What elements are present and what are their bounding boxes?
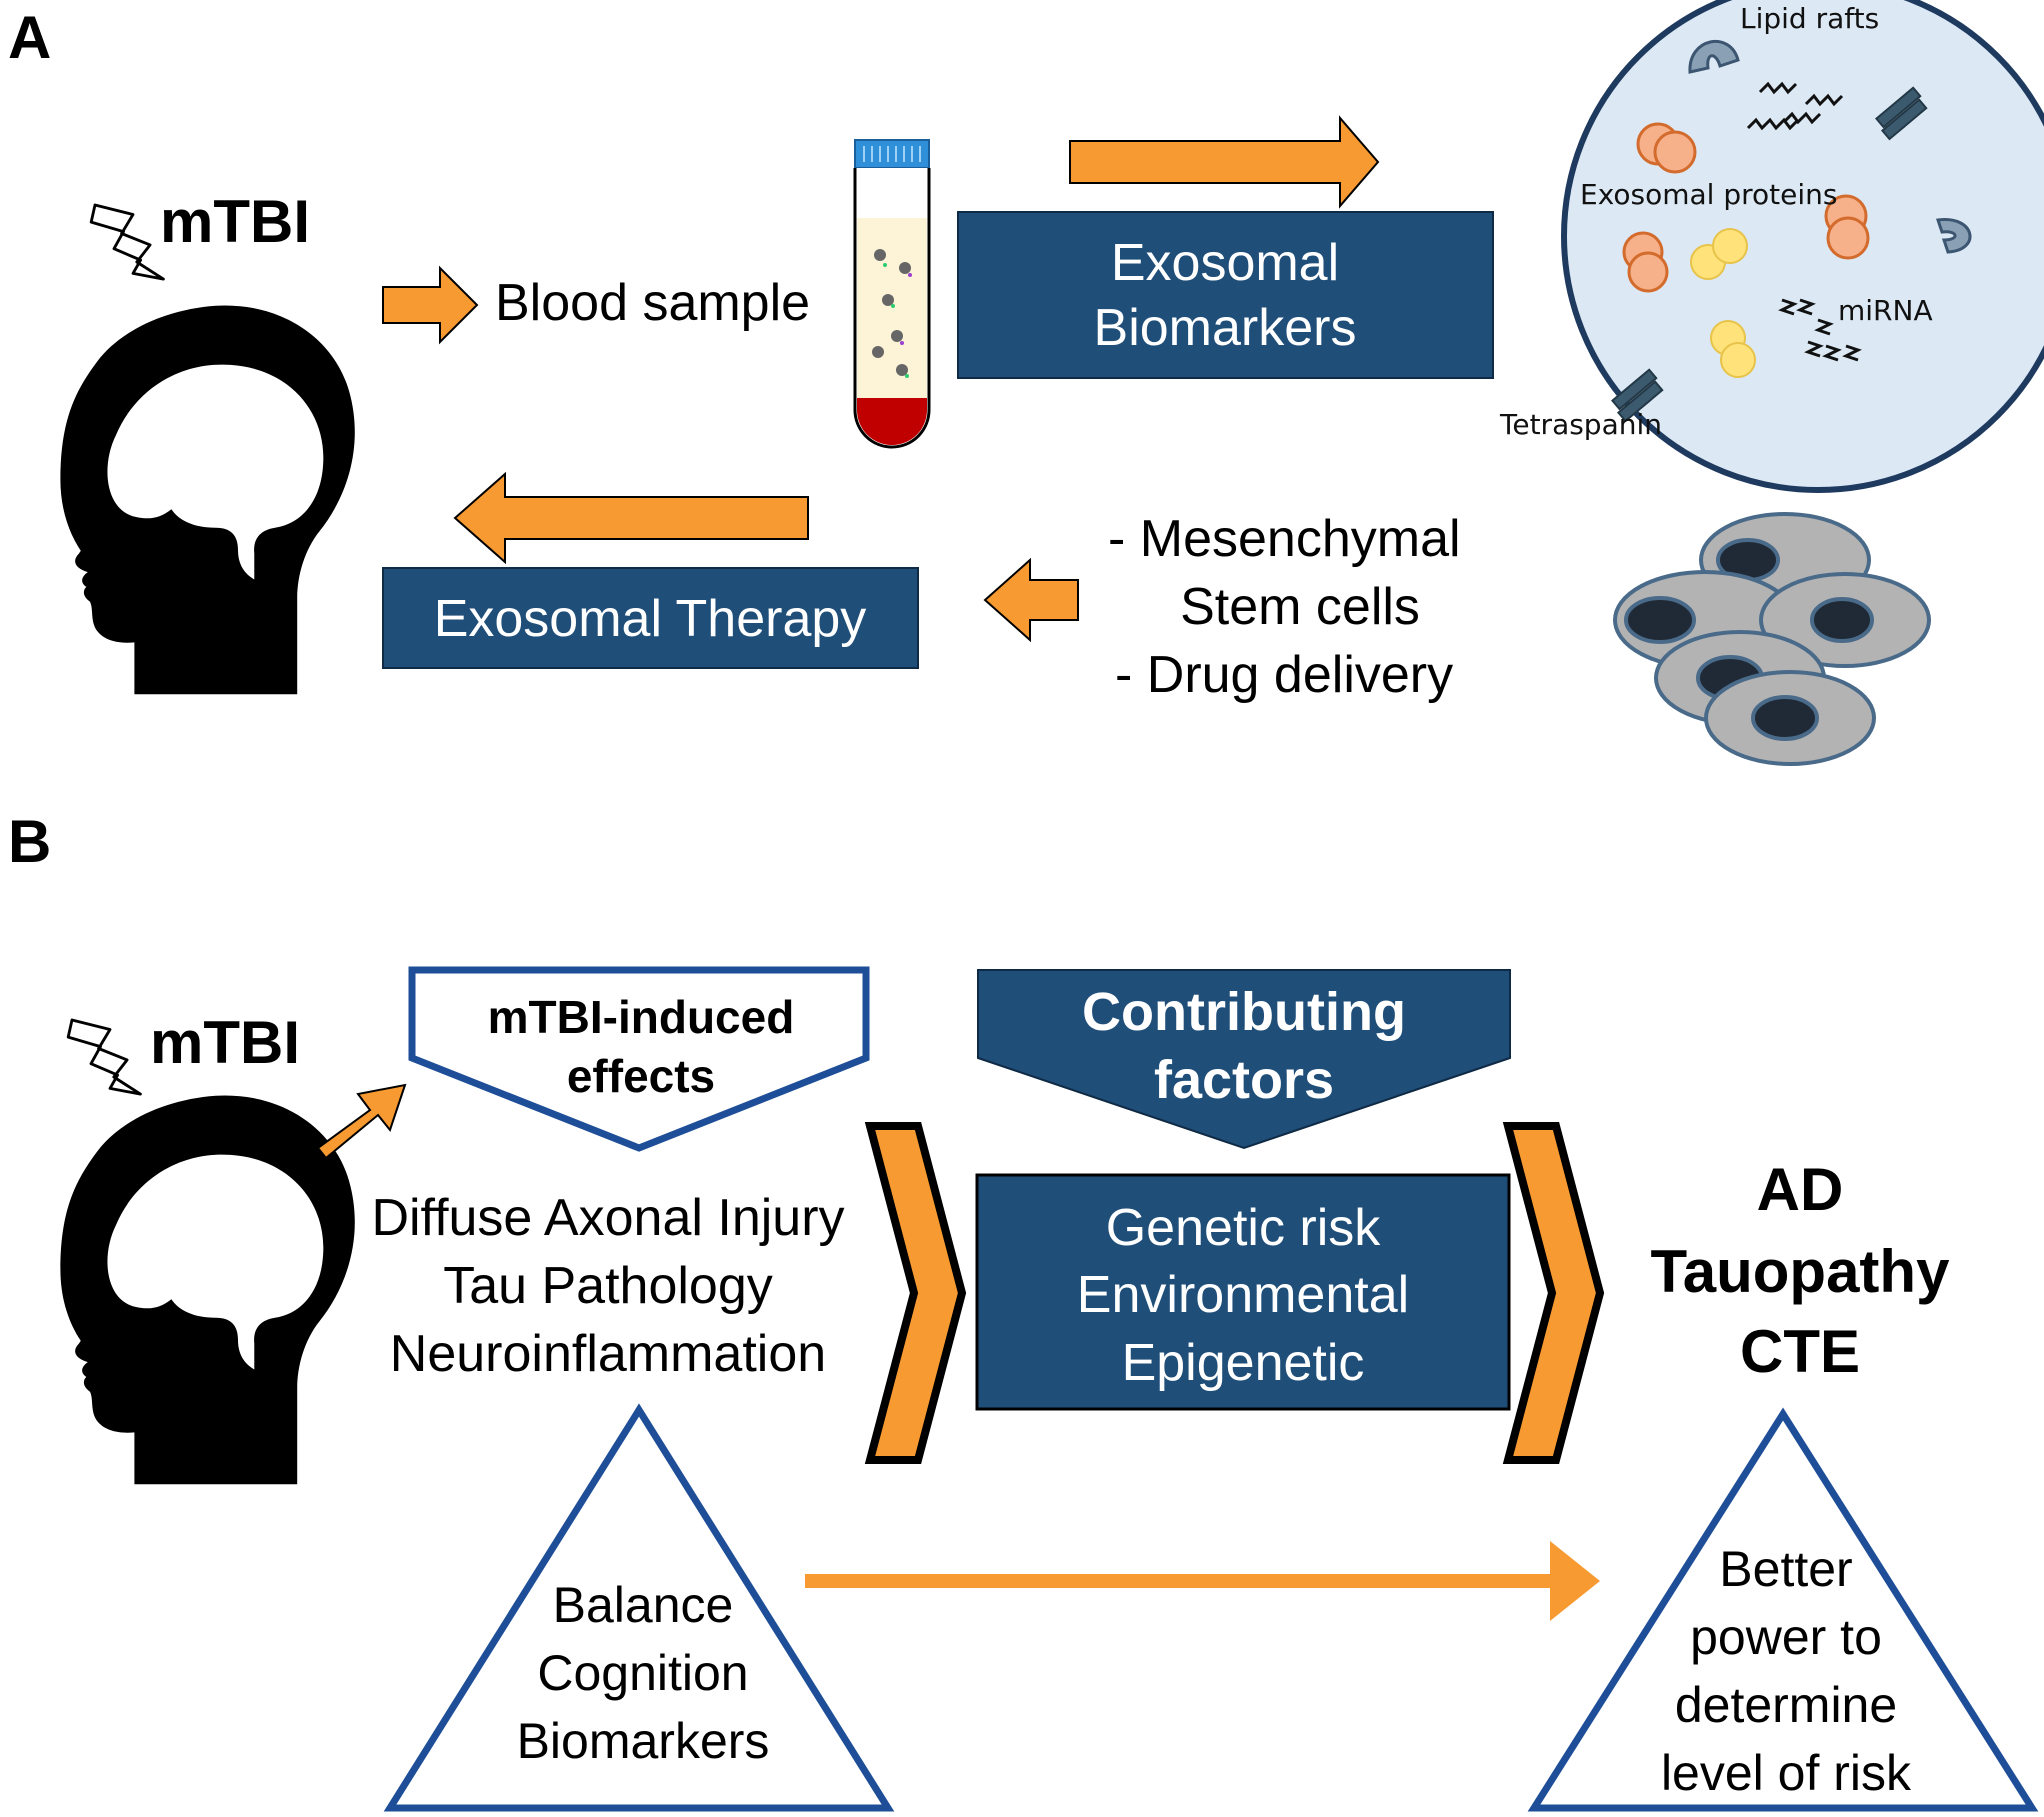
induced-effects-shape — [408, 966, 870, 1152]
source-line2: Stem cells — [1180, 578, 1420, 636]
head-silhouette-icon — [60, 1095, 355, 1485]
arrow-to-exosome — [1069, 115, 1380, 209]
lightning-bolt-icon — [66, 1018, 142, 1096]
lipid-rafts-label: Lipid rafts — [1740, 2, 1879, 35]
outcome-1: AD — [1757, 1156, 1844, 1223]
source-line3: - Drug delivery — [1115, 646, 1453, 704]
exosomal-therapy-box — [382, 567, 919, 669]
contributing-item-1: Genetic risk — [1106, 1199, 1382, 1257]
measures-triangle — [383, 1403, 895, 1812]
source-line1: - Mesenchymal — [1108, 510, 1461, 568]
mirna-label: miRNA — [1838, 294, 1933, 327]
exosomal-biomarkers-line2: Biomarkers — [1094, 299, 1357, 357]
induced-effects-line2: effects — [567, 1050, 715, 1102]
contributing-factors-shape — [977, 969, 1511, 1150]
contributing-line1: Contributing — [1082, 982, 1406, 1042]
measure-1: Balance — [553, 1577, 734, 1633]
measure-2: Cognition — [537, 1645, 748, 1701]
result-1: Better — [1719, 1541, 1852, 1597]
measure-3: Biomarkers — [517, 1713, 770, 1769]
long-arrow — [805, 1541, 1600, 1621]
exosomal-therapy-label: Exosomal Therapy — [434, 590, 867, 648]
contributing-item-3: Epigenetic — [1122, 1334, 1365, 1392]
contributing-line2: factors — [1154, 1050, 1334, 1110]
arrow-to-therapy — [453, 471, 809, 565]
chevron-1 — [864, 1122, 967, 1464]
tetraspanin-label: Tetraspanin — [1499, 408, 1662, 441]
contributing-item-2: Environmental — [1077, 1266, 1409, 1324]
mtbi-label-a: mTBI — [160, 188, 310, 255]
induced-effects-line1: mTBI-induced — [488, 991, 795, 1043]
arrow-to-blood-sample — [382, 265, 479, 345]
lightning-bolt-icon — [89, 203, 165, 281]
test-tube-icon — [853, 139, 931, 449]
exosomal-biomarkers-line1: Exosomal — [1111, 234, 1339, 292]
effect-3: Neuroinflammation — [390, 1325, 826, 1383]
effect-1: Diffuse Axonal Injury — [371, 1189, 844, 1247]
effect-2: Tau Pathology — [443, 1257, 773, 1315]
exosomal-biomarkers-box — [957, 211, 1494, 379]
arrow-to-effects — [316, 1083, 407, 1160]
contributing-list-box — [975, 1173, 1511, 1411]
result-4: level of risk — [1661, 1745, 1912, 1801]
panel-b-label: B — [8, 808, 51, 875]
result-2: power to — [1690, 1609, 1882, 1665]
outcome-2: Tauopathy — [1651, 1238, 1951, 1305]
head-silhouette-icon — [60, 305, 355, 695]
chevron-2 — [1502, 1122, 1605, 1464]
exosome-icon: Lipid rafts Exosomal proteins miRNA Tetr… — [1499, 0, 2044, 493]
panel-a-label: A — [8, 4, 51, 71]
mtbi-label-b: mTBI — [150, 1009, 300, 1076]
exosomal-proteins-label: Exosomal proteins — [1580, 178, 1837, 211]
arrow-from-sources — [983, 557, 1079, 643]
outcome-3: CTE — [1740, 1318, 1860, 1385]
stem-cells-icon — [1613, 512, 1931, 766]
blood-sample-label: Blood sample — [495, 274, 810, 332]
result-triangle — [1527, 1407, 2039, 1812]
result-3: determine — [1675, 1677, 1897, 1733]
